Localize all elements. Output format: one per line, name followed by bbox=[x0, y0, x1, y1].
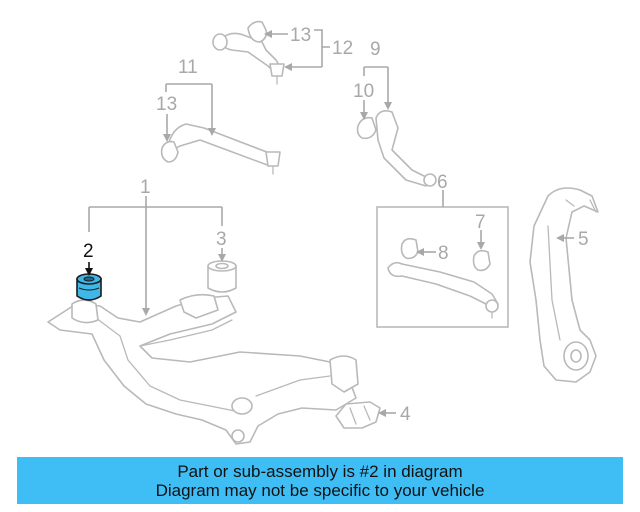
callout-4: 4 bbox=[400, 404, 411, 425]
callout-7: 7 bbox=[475, 212, 486, 233]
callout-9: 9 bbox=[370, 39, 381, 60]
callout-3: 3 bbox=[216, 229, 227, 250]
callout-6: 6 bbox=[437, 172, 448, 193]
banner-line-1: Part or sub-assembly is #2 in diagram bbox=[177, 461, 463, 481]
callout-8: 8 bbox=[438, 243, 449, 264]
upper-control-arm-9 bbox=[356, 110, 437, 187]
subframe-1 bbox=[47, 293, 359, 445]
upper-control-arm-12 bbox=[212, 20, 285, 85]
bracket-4 bbox=[335, 401, 381, 429]
parts-diagram: 13 12 11 13 9 10 6 7 8 5 1 3 4 2 bbox=[47, 20, 599, 445]
upper-control-arm-11 bbox=[160, 123, 281, 175]
steering-knuckle-5 bbox=[529, 187, 599, 383]
banner-line-2: Diagram may not be specific to your vehi… bbox=[155, 480, 485, 500]
callout-10: 10 bbox=[353, 81, 374, 102]
callout-2: 2 bbox=[83, 241, 94, 262]
bushing-3 bbox=[207, 260, 237, 293]
leader-2 bbox=[85, 262, 93, 276]
callout-5: 5 bbox=[578, 229, 589, 250]
bushing-2-highlighted[interactable] bbox=[76, 273, 102, 301]
info-banner: Part or sub-assembly is #2 in diagram Di… bbox=[17, 457, 623, 504]
callout-13-top: 13 bbox=[290, 25, 311, 46]
callout-labels: 13 12 11 13 9 10 6 7 8 5 1 3 4 2 bbox=[83, 25, 589, 425]
lower-arm-6 bbox=[387, 237, 499, 319]
callout-1: 1 bbox=[140, 177, 151, 198]
leader-lines bbox=[88, 29, 574, 417]
callout-12: 12 bbox=[332, 38, 353, 59]
callout-11: 11 bbox=[178, 57, 198, 78]
callout-13-left: 13 bbox=[156, 94, 177, 115]
